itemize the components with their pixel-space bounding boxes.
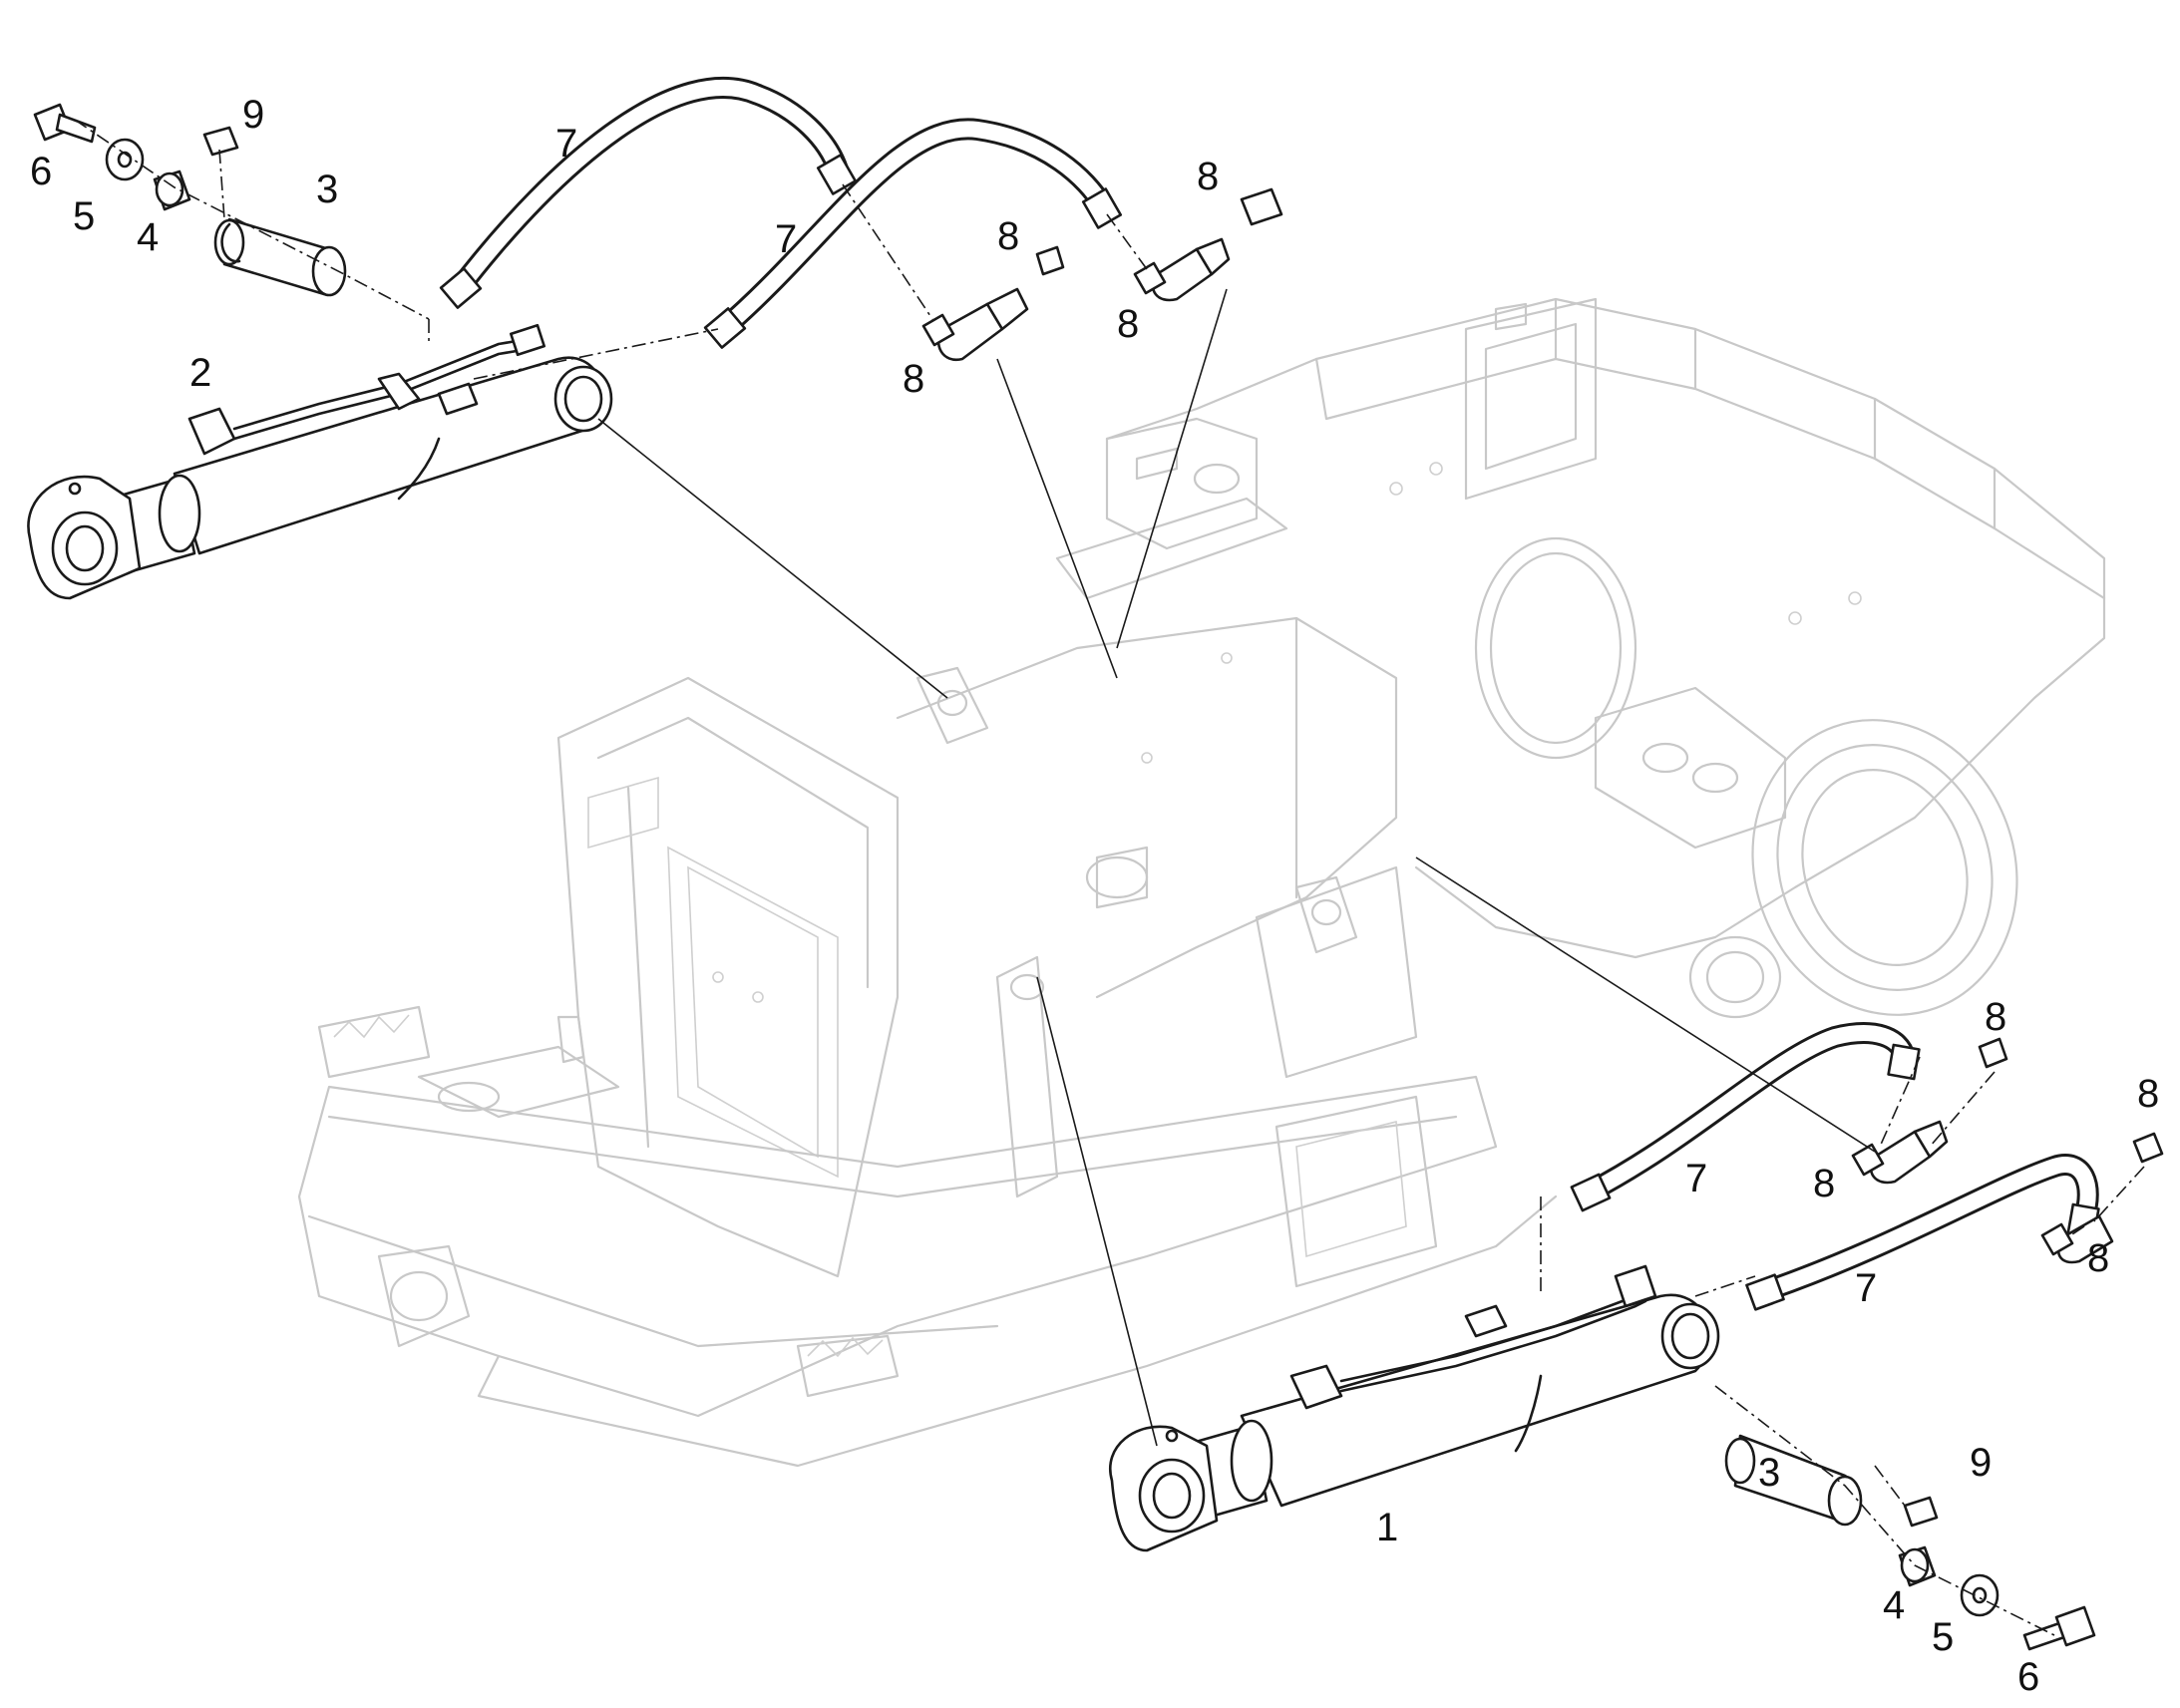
pin-kit-upper — [33, 103, 347, 297]
callout-3-upper: 3 — [316, 168, 338, 211]
callout-8-c: 8 — [1117, 302, 1139, 346]
hydraulic-cylinder-upper — [27, 323, 613, 600]
machine-frame — [297, 297, 2106, 1468]
pin-kit-lower — [1724, 1434, 2096, 1651]
callout-8-a: 8 — [903, 357, 924, 401]
callout-6-lower: 6 — [2017, 1655, 2039, 1699]
callout-6-upper: 6 — [30, 150, 52, 193]
callout-4-lower: 4 — [1883, 1583, 1905, 1627]
hydraulic-hoses — [439, 76, 2100, 1311]
callout-7-d: 7 — [1855, 1266, 1877, 1310]
callout-9-upper: 9 — [242, 93, 264, 137]
callout-4-upper: 4 — [137, 215, 159, 259]
callout-3-lower: 3 — [1758, 1451, 1780, 1495]
callout-8-e: 8 — [1985, 995, 2006, 1039]
callout-5-upper: 5 — [73, 194, 95, 238]
hydraulic-cylinder-lower — [1109, 1264, 1720, 1552]
callout-8-h: 8 — [2087, 1236, 2109, 1280]
callout-2: 2 — [189, 351, 211, 395]
leader-lines — [74, 119, 2145, 1636]
callout-9-lower: 9 — [1970, 1441, 1992, 1485]
callout-7-b: 7 — [775, 217, 797, 261]
callout-8-g: 8 — [2137, 1072, 2159, 1116]
callout-8-b: 8 — [997, 214, 1019, 258]
fittings — [921, 187, 2164, 1264]
callouts: 1 2 3 3 4 4 5 5 6 6 7 7 7 7 8 8 8 8 8 8 … — [30, 93, 2159, 1699]
callout-1: 1 — [1376, 1506, 1398, 1549]
callout-8-d: 8 — [1197, 155, 1219, 198]
callout-7-c: 7 — [1685, 1157, 1707, 1200]
callout-7-a: 7 — [555, 122, 577, 166]
callout-5-lower: 5 — [1932, 1615, 1954, 1659]
callout-8-f: 8 — [1813, 1162, 1835, 1205]
